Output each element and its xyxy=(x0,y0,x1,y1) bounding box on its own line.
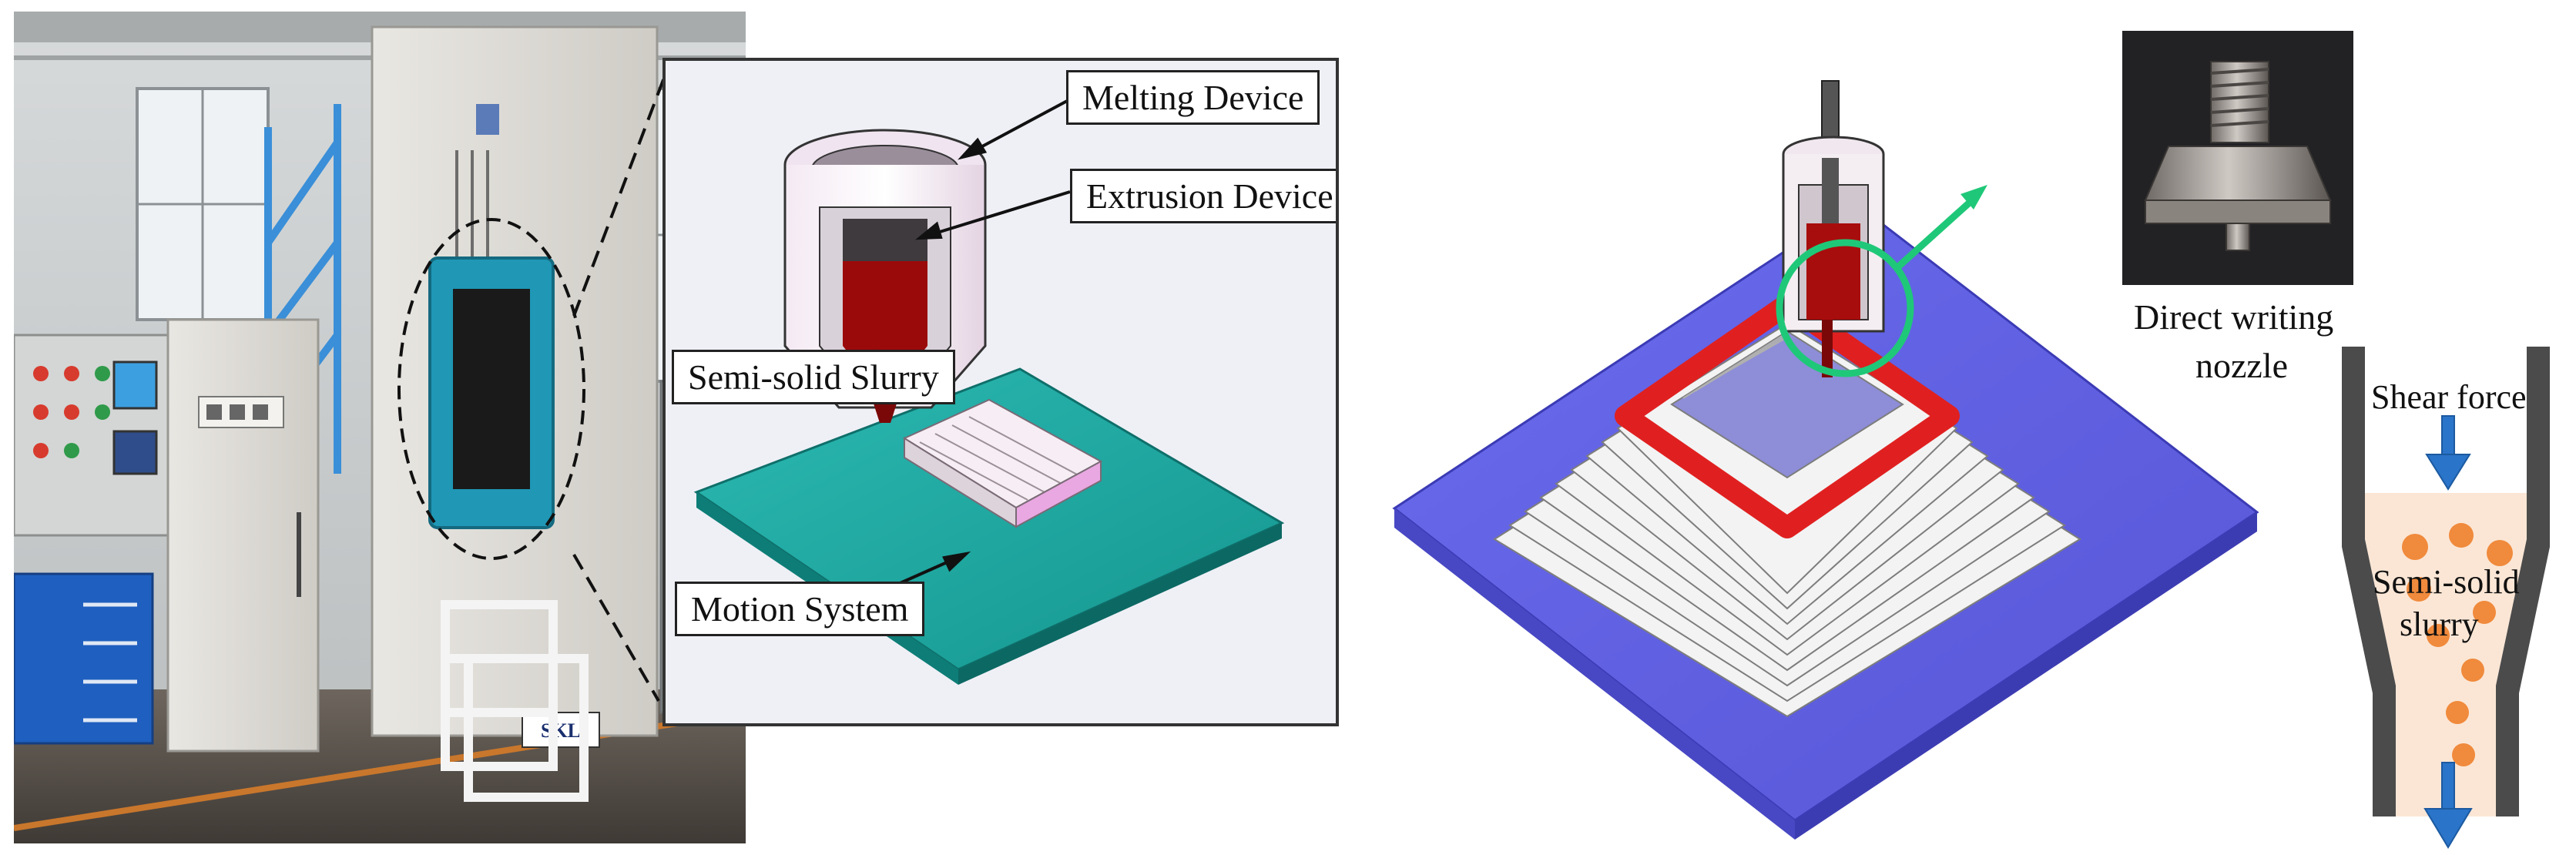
shear-force-label: Shear force xyxy=(2371,378,2527,416)
schematic-panel: Melting Device Extrusion Device Semi-sol… xyxy=(662,58,1339,726)
nozzle-detail-illustration xyxy=(2342,347,2550,849)
schematic-illustration xyxy=(693,98,1285,685)
nozzle-caption-line2: nozzle xyxy=(2195,346,2289,385)
printing-render-illustration xyxy=(1392,80,2259,840)
slurry-label-line1: Semi-solid xyxy=(2373,563,2520,601)
slurry-label-line2: slurry xyxy=(2400,605,2479,643)
callout-semi-solid-slurry: Semi-solid Slurry xyxy=(672,350,955,404)
printing-render xyxy=(1379,46,2303,855)
machine-sign-text: SKL xyxy=(541,719,581,742)
callout-motion-system: Motion System xyxy=(675,582,925,636)
nozzle-detail: Shear force Semi-solid slurry xyxy=(2326,347,2573,851)
nozzle-photo-illustration xyxy=(2122,31,2353,285)
equipment-photo: SKL xyxy=(14,12,746,843)
equipment-photo-illustration: SKL xyxy=(14,12,746,843)
nozzle-photo xyxy=(2122,31,2353,285)
callout-extrusion-device: Extrusion Device xyxy=(1070,169,1336,223)
callout-melting-device: Melting Device xyxy=(1066,70,1320,125)
nozzle-caption-line1: Direct writing xyxy=(2134,297,2334,337)
active-red-layer xyxy=(1615,293,1960,538)
nozzle-highlight-circle xyxy=(1776,239,1914,377)
slurry-particles xyxy=(2402,523,2513,766)
